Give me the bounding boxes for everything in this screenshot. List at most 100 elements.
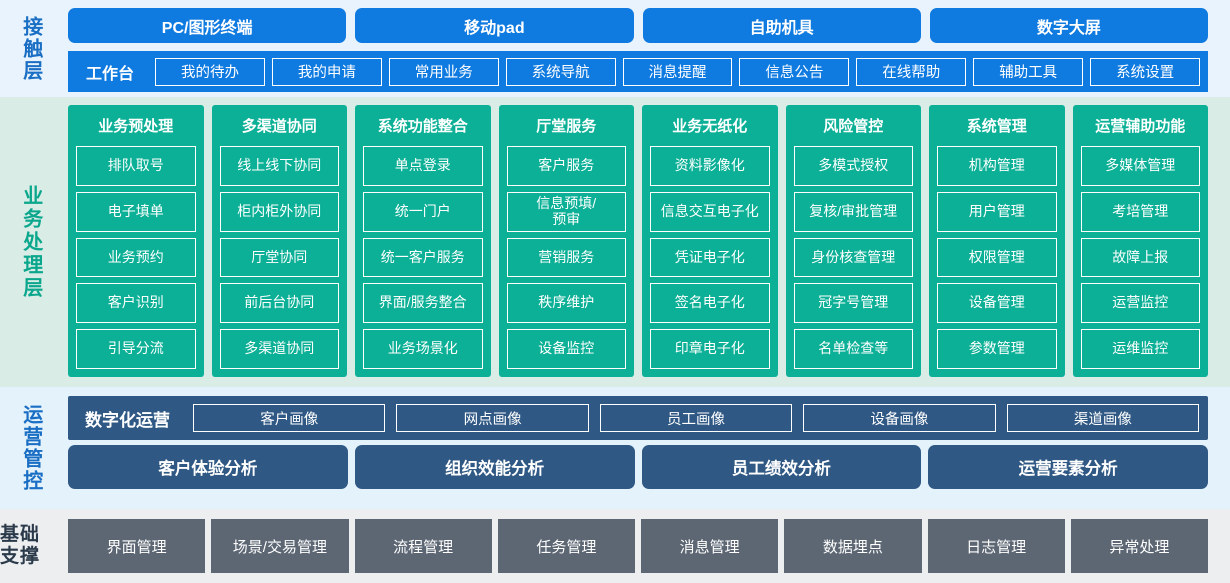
business-item[interactable]: 统一客户服务	[363, 237, 483, 278]
channel-digital-screen[interactable]: 数字大屏	[929, 8, 1208, 44]
business-item[interactable]: 资料影像化	[650, 146, 770, 186]
business-column-multichannel: 多渠道协同 线上线下协同 柜内柜外协同 厅堂协同 前后台协同 多渠道协同	[211, 105, 347, 377]
digital-operations-row: 数字化运营 客户画像 网点画像 员工画像 设备画像 渠道画像	[68, 396, 1208, 440]
business-item[interactable]: 信息预填/ 预审	[506, 191, 626, 232]
business-item[interactable]: 排队取号	[76, 146, 196, 186]
toolbar-item-online-help[interactable]: 在线帮助	[856, 57, 967, 86]
business-item[interactable]: 单点登录	[363, 146, 483, 186]
layer-touch-body: PC/图形终端 移动pad 自助机具 数字大屏 工作台 我的待办 我的申请 常用…	[60, 0, 1230, 97]
toolbar-item-my-todo[interactable]: 我的待办	[155, 57, 265, 86]
business-item[interactable]: 客户服务	[506, 146, 626, 186]
business-item[interactable]: 名单检查等	[793, 329, 913, 369]
analysis-customer-experience[interactable]: 客户体验分析	[68, 445, 348, 489]
business-column-system-integration: 系统功能整合 单点登录 统一门户 统一客户服务 界面/服务整合 业务场景化	[355, 105, 491, 377]
business-item[interactable]: 用户管理	[937, 191, 1057, 232]
business-item[interactable]: 考培管理	[1080, 191, 1200, 232]
layer-business-processing: 业务处理层 业务预处理 排队取号 电子填单 业务预约 客户识别 引导分流 多渠道…	[0, 97, 1230, 387]
business-item[interactable]: 故障上报	[1080, 237, 1200, 278]
column-title: 多渠道协同	[241, 118, 317, 135]
business-item[interactable]: 参数管理	[937, 329, 1057, 369]
toolbar-item-message-alert[interactable]: 消息提醒	[622, 57, 733, 86]
channel-self-service[interactable]: 自助机具	[642, 8, 921, 44]
business-item[interactable]: 电子填单	[76, 191, 196, 232]
channel-pc[interactable]: PC/图形终端	[68, 8, 347, 44]
analysis-employee-performance[interactable]: 员工绩效分析	[641, 445, 922, 489]
foundation-exception-handling[interactable]: 异常处理	[1070, 519, 1208, 573]
toolbar-item-announcement[interactable]: 信息公告	[739, 57, 850, 86]
business-item[interactable]: 前后台协同	[219, 283, 339, 324]
foundation-task-management[interactable]: 任务管理	[497, 519, 635, 573]
business-item[interactable]: 设备管理	[937, 283, 1057, 324]
business-item[interactable]: 客户识别	[76, 283, 196, 324]
business-item[interactable]: 统一门户	[363, 191, 483, 232]
business-item[interactable]: 营销服务	[506, 237, 626, 278]
foundation-row: 界面管理 场景/交易管理 流程管理 任务管理 消息管理 数据埋点 日志管理 异常…	[68, 519, 1208, 573]
layer-operations-label: 运营管控	[19, 404, 42, 492]
business-item[interactable]: 运营监控	[1080, 283, 1200, 324]
business-item[interactable]: 秩序维护	[506, 283, 626, 324]
toolbar-item-system-settings[interactable]: 系统设置	[1090, 57, 1201, 86]
business-item[interactable]: 冠字号管理	[793, 283, 913, 324]
column-title: 风险管控	[823, 118, 884, 135]
business-item[interactable]: 线上线下协同	[219, 146, 339, 186]
portrait-employee[interactable]: 员工画像	[599, 404, 793, 432]
toolbar-item-my-application[interactable]: 我的申请	[271, 57, 382, 86]
toolbar-item-system-nav[interactable]: 系统导航	[505, 57, 616, 86]
business-item[interactable]: 多媒体管理	[1080, 146, 1200, 186]
layer-business-label: 业务处理层	[19, 184, 42, 300]
business-item[interactable]: 信息交互电子化	[650, 191, 770, 232]
analysis-operation-factors[interactable]: 运营要素分析	[928, 445, 1208, 489]
business-item[interactable]: 运维监控	[1080, 329, 1200, 369]
digital-operations-title: 数字化运营	[85, 410, 170, 430]
business-item[interactable]: 签名电子化	[650, 283, 770, 324]
column-title: 业务预处理	[98, 118, 174, 135]
business-item[interactable]: 设备监控	[506, 329, 626, 369]
business-column-preprocessing: 业务预处理 排队取号 电子填单 业务预约 客户识别 引导分流	[68, 105, 204, 377]
portrait-device[interactable]: 设备画像	[803, 404, 996, 432]
business-item[interactable]: 凭证电子化	[650, 237, 770, 278]
business-column-system-management: 系统管理 机构管理 用户管理 权限管理 设备管理 参数管理	[929, 105, 1065, 377]
portrait-branch[interactable]: 网点画像	[396, 404, 589, 432]
workbench-title: 工作台	[86, 65, 135, 83]
layer-touch: 接触层 PC/图形终端 移动pad 自助机具 数字大屏 工作台 我的待办 我的申…	[0, 0, 1230, 97]
channel-mobile-pad[interactable]: 移动pad	[355, 8, 634, 44]
business-column-lobby-service: 厅堂服务 客户服务 信息预填/ 预审 营销服务 秩序维护 设备监控	[498, 105, 634, 377]
column-title: 业务无纸化	[672, 118, 748, 135]
business-item[interactable]: 界面/服务整合	[363, 283, 483, 324]
portrait-customer[interactable]: 客户画像	[193, 404, 386, 432]
layer-operations-management: 运营管控 数字化运营 客户画像 网点画像 员工画像 设备画像 渠道画像 客户体验…	[0, 387, 1230, 509]
foundation-data-tracking[interactable]: 数据埋点	[784, 519, 922, 573]
business-columns: 业务预处理 排队取号 电子填单 业务预约 客户识别 引导分流 多渠道协同 线上线…	[68, 105, 1208, 377]
toolbar-item-common-business[interactable]: 常用业务	[388, 57, 499, 86]
business-item[interactable]: 多渠道协同	[219, 329, 339, 369]
business-item[interactable]: 权限管理	[937, 237, 1057, 278]
layer-foundation-label: 基础 支撑	[0, 524, 41, 567]
workbench-toolbar: 工作台 我的待办 我的申请 常用业务 系统导航 消息提醒 信息公告 在线帮助 辅…	[68, 51, 1208, 92]
business-item[interactable]: 引导分流	[76, 329, 196, 369]
business-item[interactable]: 印章电子化	[650, 329, 770, 369]
foundation-log-management[interactable]: 日志管理	[927, 519, 1065, 573]
business-item[interactable]: 厅堂协同	[219, 237, 339, 278]
business-item[interactable]: 业务场景化	[363, 329, 483, 369]
business-item[interactable]: 业务预约	[76, 237, 196, 278]
portrait-channel[interactable]: 渠道画像	[1006, 404, 1200, 432]
foundation-message-management[interactable]: 消息管理	[641, 519, 779, 573]
business-item[interactable]: 柜内柜外协同	[219, 191, 339, 232]
business-item[interactable]: 机构管理	[937, 146, 1057, 186]
column-title: 系统功能整合	[377, 118, 468, 135]
business-item[interactable]: 身份核查管理	[793, 237, 913, 278]
column-title: 运营辅助功能	[1095, 118, 1186, 135]
foundation-scenario-transaction[interactable]: 场景/交易管理	[211, 519, 349, 573]
business-column-operation-support: 运营辅助功能 多媒体管理 考培管理 故障上报 运营监控 运维监控	[1072, 105, 1208, 377]
foundation-process-management[interactable]: 流程管理	[354, 519, 492, 573]
business-item[interactable]: 多模式授权	[793, 146, 913, 186]
toolbar-item-aux-tools[interactable]: 辅助工具	[973, 57, 1084, 86]
foundation-ui-management[interactable]: 界面管理	[68, 519, 206, 573]
business-item[interactable]: 复核/审批管理	[793, 191, 913, 232]
column-title: 系统管理	[966, 118, 1027, 135]
business-column-paperless: 业务无纸化 资料影像化 信息交互电子化 凭证电子化 签名电子化 印章电子化	[642, 105, 778, 377]
analysis-org-effectiveness[interactable]: 组织效能分析	[354, 445, 635, 489]
layer-foundation-support: 基础 支撑 界面管理 场景/交易管理 流程管理 任务管理 消息管理 数据埋点 日…	[0, 509, 1230, 583]
layer-foundation-body: 界面管理 场景/交易管理 流程管理 任务管理 消息管理 数据埋点 日志管理 异常…	[60, 509, 1230, 583]
